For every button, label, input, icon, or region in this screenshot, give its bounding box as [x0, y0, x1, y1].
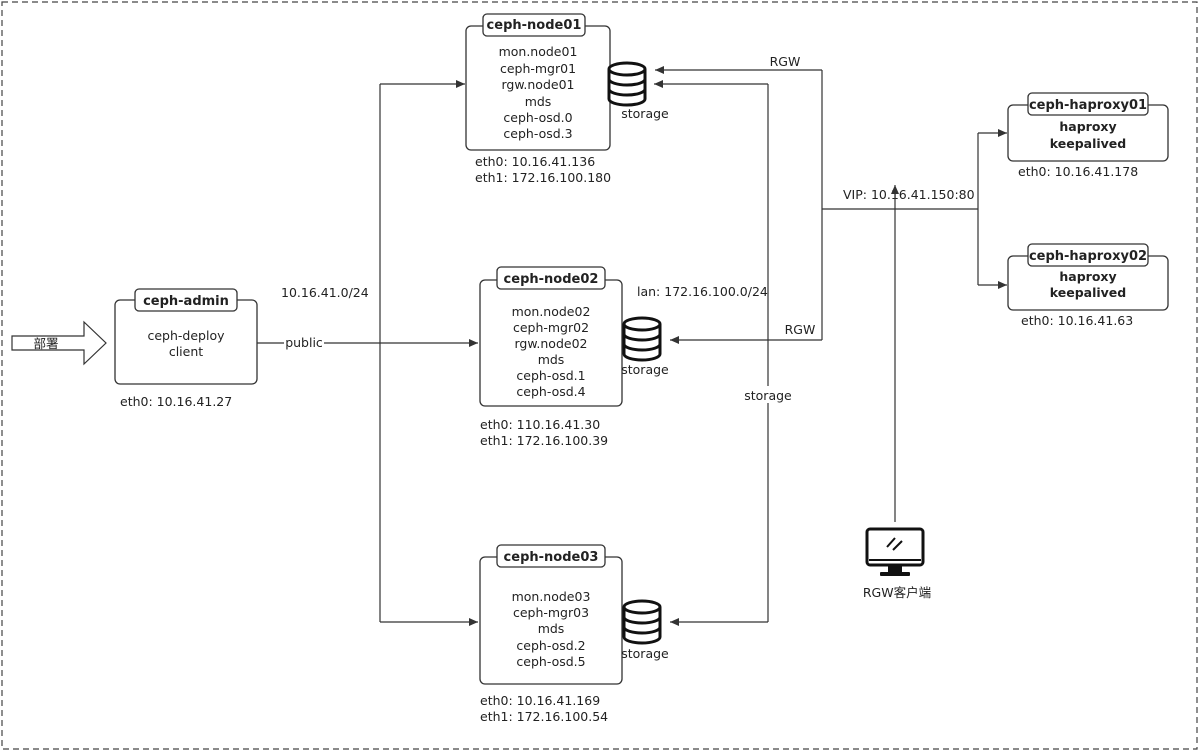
haproxy02-line: haproxy: [1059, 269, 1116, 284]
public-subnet: 10.16.41.0/24: [281, 285, 369, 300]
node03-line: ceph-mgr03: [513, 605, 589, 620]
public-network: public 10.16.41.0/24: [257, 80, 478, 626]
node02-storage-label: storage: [621, 362, 669, 377]
admin-line: ceph-deploy: [147, 328, 225, 343]
ceph-haproxy02: ceph-haproxy02 haproxy keepalived eth0: …: [1007, 243, 1169, 328]
node03-storage-label: storage: [621, 646, 669, 661]
storage-network: storage lan: 172.16.100.0/24: [637, 80, 794, 626]
admin-eth0: eth0: 10.16.41.27: [120, 394, 232, 409]
deploy-label: 部署: [33, 336, 58, 351]
node02-line: ceph-osd.4: [516, 384, 585, 399]
node01-eth0: eth0: 10.16.41.136: [475, 154, 595, 169]
deploy-arrow: 部署: [11, 320, 107, 366]
database-icon: [607, 61, 647, 107]
node01-line: ceph-mgr01: [500, 61, 576, 76]
node01-line: ceph-osd.3: [503, 126, 572, 141]
monitor-icon: [865, 527, 925, 576]
node03-eth1: eth1: 172.16.100.54: [480, 709, 608, 724]
node02-line: ceph-mgr02: [513, 320, 589, 335]
node03-eth0: eth0: 10.16.41.169: [480, 693, 600, 708]
node01-title: ceph-node01: [487, 18, 582, 33]
node03-line: ceph-osd.5: [516, 654, 585, 669]
haproxy-links: [977, 129, 1007, 289]
node02-eth0: eth0: 110.16.41.30: [480, 417, 600, 432]
node02-title: ceph-node02: [504, 272, 599, 287]
admin-title: ceph-admin: [143, 294, 229, 309]
node02-line: mon.node02: [512, 304, 591, 319]
database-icon: [622, 316, 662, 362]
haproxy02-title: ceph-haproxy02: [1029, 249, 1147, 264]
node03-line: mon.node03: [512, 589, 591, 604]
ceph-node02: ceph-node02 mon.node02 ceph-mgr02 rgw.no…: [479, 266, 669, 448]
rgw-client: RGW客户端: [863, 185, 931, 600]
node01-line: mon.node01: [499, 44, 578, 59]
ceph-node03: ceph-node03 mon.node03 ceph-mgr03 mds ce…: [479, 544, 669, 724]
rgw-links: RGW RGW VIP: 10.16.41.150:80: [655, 54, 978, 344]
haproxy01-title: ceph-haproxy01: [1029, 98, 1147, 113]
lan-subnet: lan: 172.16.100.0/24: [637, 284, 768, 299]
node03-line: mds: [538, 621, 565, 636]
admin-node: ceph-admin ceph-deploy client eth0: 10.1…: [114, 288, 258, 409]
admin-line: client: [169, 344, 203, 359]
haproxy02-line: keepalived: [1050, 285, 1126, 300]
node02-eth1: eth1: 172.16.100.39: [480, 433, 608, 448]
vip-label: VIP: 10.16.41.150:80: [843, 187, 975, 202]
node01-eth1: eth1: 172.16.100.180: [475, 170, 611, 185]
node01-line: mds: [525, 94, 552, 109]
client-label: RGW客户端: [863, 585, 931, 600]
haproxy01-eth0: eth0: 10.16.41.178: [1018, 164, 1138, 179]
ceph-node01: ceph-node01 mon.node01 ceph-mgr01 rgw.no…: [465, 13, 669, 185]
rgw-label: RGW: [770, 54, 801, 69]
haproxy01-line: haproxy: [1059, 119, 1116, 134]
node01-storage-label: storage: [621, 106, 669, 121]
node02-line: rgw.node02: [514, 336, 587, 351]
storage-network-label: storage: [744, 388, 792, 403]
ceph-haproxy01: ceph-haproxy01 haproxy keepalived eth0: …: [1007, 92, 1169, 179]
node02-line: mds: [538, 352, 565, 367]
node03-title: ceph-node03: [504, 550, 599, 565]
database-icon: [622, 599, 662, 645]
public-label: public: [285, 335, 323, 350]
node01-line: ceph-osd.0: [503, 110, 572, 125]
haproxy02-eth0: eth0: 10.16.41.63: [1021, 313, 1133, 328]
node02-line: ceph-osd.1: [516, 368, 585, 383]
haproxy01-line: keepalived: [1050, 136, 1126, 151]
rgw-label: RGW: [785, 322, 816, 337]
node01-line: rgw.node01: [501, 77, 574, 92]
node03-line: ceph-osd.2: [516, 638, 585, 653]
